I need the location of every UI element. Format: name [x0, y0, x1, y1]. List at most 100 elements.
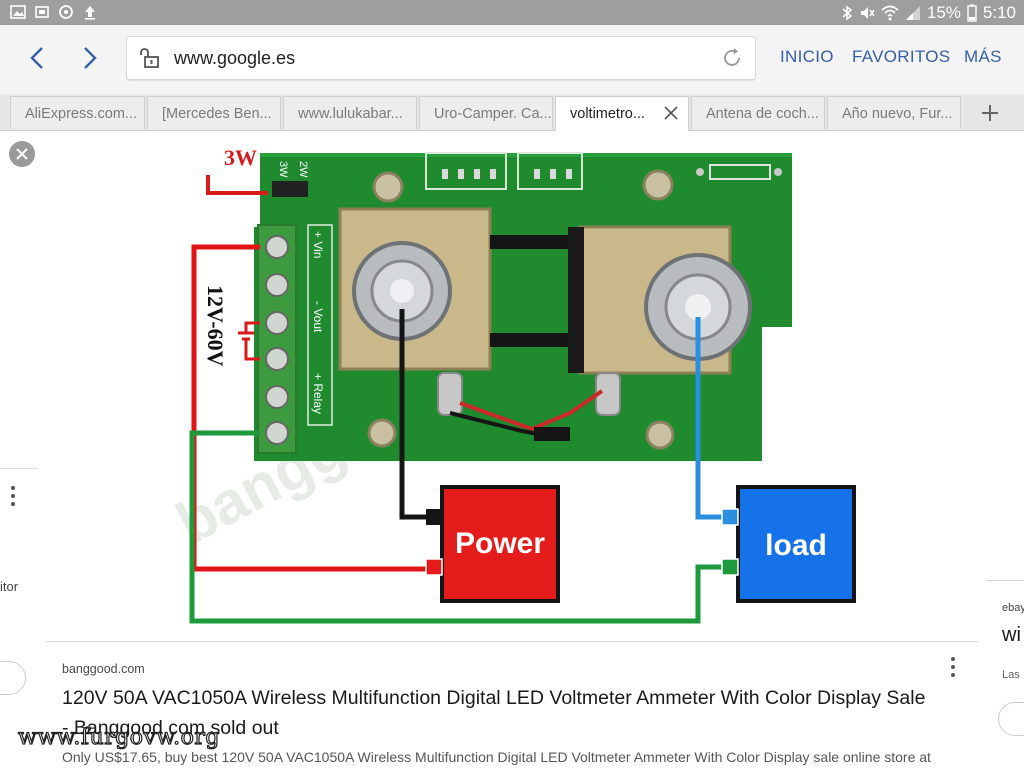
internal-red-wire — [459, 389, 604, 432]
connector-header — [517, 152, 583, 190]
status-bar: 15% 5:10 — [0, 0, 1024, 25]
plus-icon — [982, 104, 998, 121]
tab-aliexpress[interactable]: AliExpress.com... — [10, 96, 145, 129]
home-link[interactable]: INICIO — [780, 47, 834, 66]
tab-label: voltimetro... — [570, 106, 645, 122]
browser-toolbar: www.google.es INICIO FAVORITOS MÁS — [0, 25, 1024, 94]
jumper-label-2w: 2W — [297, 161, 309, 178]
right-card-source: ebay — [1002, 602, 1024, 614]
more-link[interactable]: MÁS — [964, 47, 1002, 66]
site-watermark: www.furgovw.org — [17, 724, 221, 750]
close-viewer-button[interactable] — [9, 141, 35, 167]
load-box — [736, 485, 856, 603]
wiring-diagram-image[interactable]: banggood.com 3W 2W — [150, 131, 870, 641]
mount-hole — [367, 418, 397, 448]
unlocked-icon — [140, 48, 159, 68]
divider — [46, 641, 978, 642]
bolt-right-center — [685, 294, 711, 320]
mount-hole — [642, 169, 674, 201]
board-edge — [260, 153, 792, 157]
wire-green — [189, 430, 736, 624]
voltage-label: 12V-60V — [203, 285, 228, 367]
mount-hole — [372, 171, 404, 203]
close-icon — [16, 148, 28, 160]
connector-header — [425, 152, 507, 190]
label-box — [307, 224, 333, 426]
bookmarks-link[interactable]: FAVORITOS — [852, 47, 951, 66]
load-pos-terminal — [721, 558, 739, 576]
chevron-right-icon — [84, 47, 97, 69]
close-tab-icon[interactable] — [664, 106, 678, 120]
mute-icon — [860, 6, 875, 19]
tab-label: [Mercedes Ben... — [162, 106, 272, 122]
terminal-block — [257, 224, 297, 454]
battery-percent: 15% — [926, 2, 961, 22]
new-tab-button[interactable] — [966, 96, 1014, 129]
tab-voltimetro[interactable]: voltimetro... — [555, 96, 689, 131]
result-title[interactable]: 120V 50A VAC1050A Wireless Multifunction… — [62, 687, 926, 739]
result-description: Only US$17.65, buy best 120V 50A VAC1050… — [62, 749, 931, 765]
url-text: www.google.es — [174, 48, 296, 68]
left-card-button[interactable] — [0, 661, 26, 695]
left-card-text: itor — [0, 579, 19, 594]
back-button[interactable] — [22, 43, 52, 73]
tab-label: AliExpress.com... — [25, 106, 137, 122]
divider — [986, 580, 1024, 581]
tab-label: www.lulukabar... — [298, 106, 403, 122]
power-box — [440, 485, 560, 603]
terminal-label-vout: - Vout — [311, 301, 325, 333]
tab-ano-nuevo[interactable]: Año nuevo, Fur... — [827, 96, 961, 129]
power-neg-terminal — [426, 509, 442, 525]
result-more-options-icon[interactable] — [950, 657, 956, 677]
tab-antena[interactable]: Antena de coch... — [691, 96, 825, 129]
photo-icon — [35, 6, 49, 18]
gallery-icon — [10, 5, 26, 19]
left-more-options-icon[interactable] — [10, 486, 16, 506]
jumper-label-3w: 3W — [277, 161, 289, 178]
load-neg-terminal — [721, 508, 739, 526]
shunt-resistor-bottom — [490, 333, 580, 347]
indicator-line — [206, 175, 268, 195]
wifi-icon — [881, 5, 899, 20]
signal-icon — [905, 5, 920, 20]
solder-pad — [696, 168, 704, 176]
tab-mercedes[interactable]: [Mercedes Ben... — [147, 96, 281, 129]
forward-button[interactable] — [75, 43, 105, 73]
system-indicators: 15% 5:10 — [841, 0, 1016, 25]
image-viewer: itor ebay wi Las banggood.com — [0, 131, 1024, 768]
wire-connector — [534, 427, 570, 441]
notification-icons — [10, 4, 98, 20]
power-pos-terminal — [425, 558, 443, 576]
chevron-left-icon — [30, 47, 43, 69]
bluetooth-icon — [842, 5, 853, 20]
divider — [0, 468, 38, 469]
result-source: banggood.com — [62, 662, 145, 676]
tab-label: Antena de coch... — [706, 106, 819, 122]
label-3w: 3W — [224, 145, 257, 170]
jumper-block — [272, 181, 308, 197]
terminal-label-vin: + Vin — [311, 231, 325, 258]
clock: 5:10 — [982, 2, 1016, 22]
mount-hole — [645, 420, 675, 450]
terminal-screws — [265, 235, 289, 445]
solder-lug — [437, 372, 463, 416]
right-card-title[interactable]: wi — [1002, 624, 1021, 646]
shunt-resistor-top — [490, 235, 580, 249]
tab-label: Año nuevo, Fur... — [842, 106, 953, 122]
bolt-left-center — [390, 279, 414, 303]
load-label: load — [765, 529, 827, 562]
tab-uro-camper[interactable]: Uro-Camper. Ca... — [419, 96, 553, 129]
address-bar[interactable]: www.google.es — [126, 36, 756, 80]
power-label: Power — [455, 527, 545, 560]
solder-pad — [774, 168, 782, 176]
right-card-button[interactable] — [998, 702, 1024, 736]
resistor — [709, 164, 771, 180]
sync-icon — [59, 5, 73, 19]
battery-icon — [967, 4, 977, 22]
battery-symbol — [238, 321, 260, 361]
reload-icon[interactable] — [721, 47, 743, 69]
tab-lulukabar[interactable]: www.lulukabar... — [283, 96, 417, 129]
connector-pins — [442, 169, 572, 179]
right-card-snippet: Las — [1002, 669, 1020, 681]
